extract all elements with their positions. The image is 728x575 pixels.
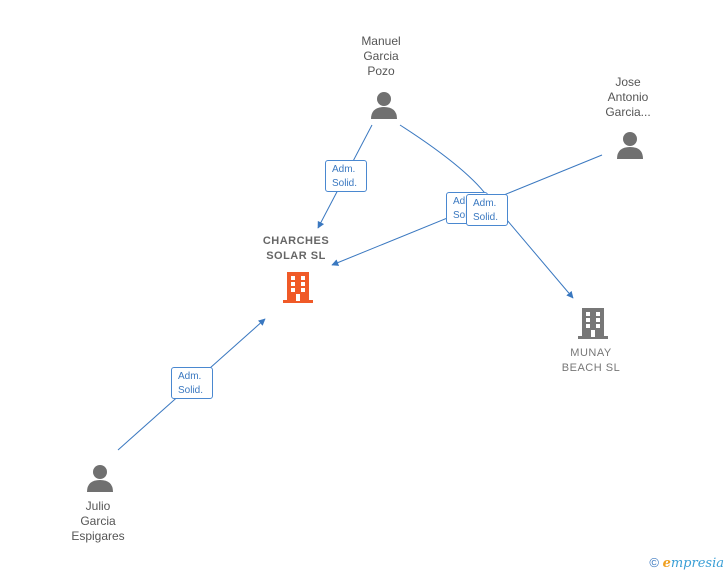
relation-role: Adm. bbox=[178, 371, 202, 382]
relation-type: Solid. bbox=[332, 178, 358, 189]
company-label-munay: MUNAY BEACH SL bbox=[541, 346, 641, 376]
person-label-manuel: Manuel Garcia Pozo bbox=[361, 34, 401, 78]
relation-role: Adm. bbox=[453, 196, 477, 207]
relation-badge-julio-charches[interactable]: Adm. Solid. bbox=[171, 367, 213, 399]
company-label-charches: CHARCHES SOLAR SL bbox=[246, 234, 346, 264]
person-icon[interactable] bbox=[615, 130, 645, 160]
building-icon[interactable] bbox=[577, 306, 609, 340]
relation-type: Solid. bbox=[473, 212, 499, 223]
company-name: MUNAY BEACH SL bbox=[561, 347, 621, 374]
person-label-julio: Julio Garcia Espigares bbox=[71, 499, 125, 543]
relation-badge-manuel-munay[interactable]: Adm. Solid. bbox=[466, 194, 508, 226]
footer-brand[interactable]: © empresia bbox=[649, 555, 724, 571]
relation-type: Solid. bbox=[453, 209, 487, 223]
relation-role: Adm. bbox=[473, 198, 497, 209]
person-icon[interactable] bbox=[85, 463, 115, 493]
relation-badge-manuel-charches[interactable]: Adm. Solid. bbox=[325, 160, 367, 192]
building-icon[interactable] bbox=[282, 270, 314, 304]
copyright-symbol: © bbox=[649, 555, 659, 570]
relation-type: Solid. bbox=[178, 385, 204, 396]
person-icon[interactable] bbox=[369, 90, 399, 120]
brand-logo: empresia bbox=[662, 556, 724, 571]
relation-role: Adm. bbox=[332, 164, 356, 175]
company-name: CHARCHES SOLAR SL bbox=[262, 235, 330, 262]
person-label-jose: Jose Antonio Garcia... bbox=[605, 75, 651, 119]
